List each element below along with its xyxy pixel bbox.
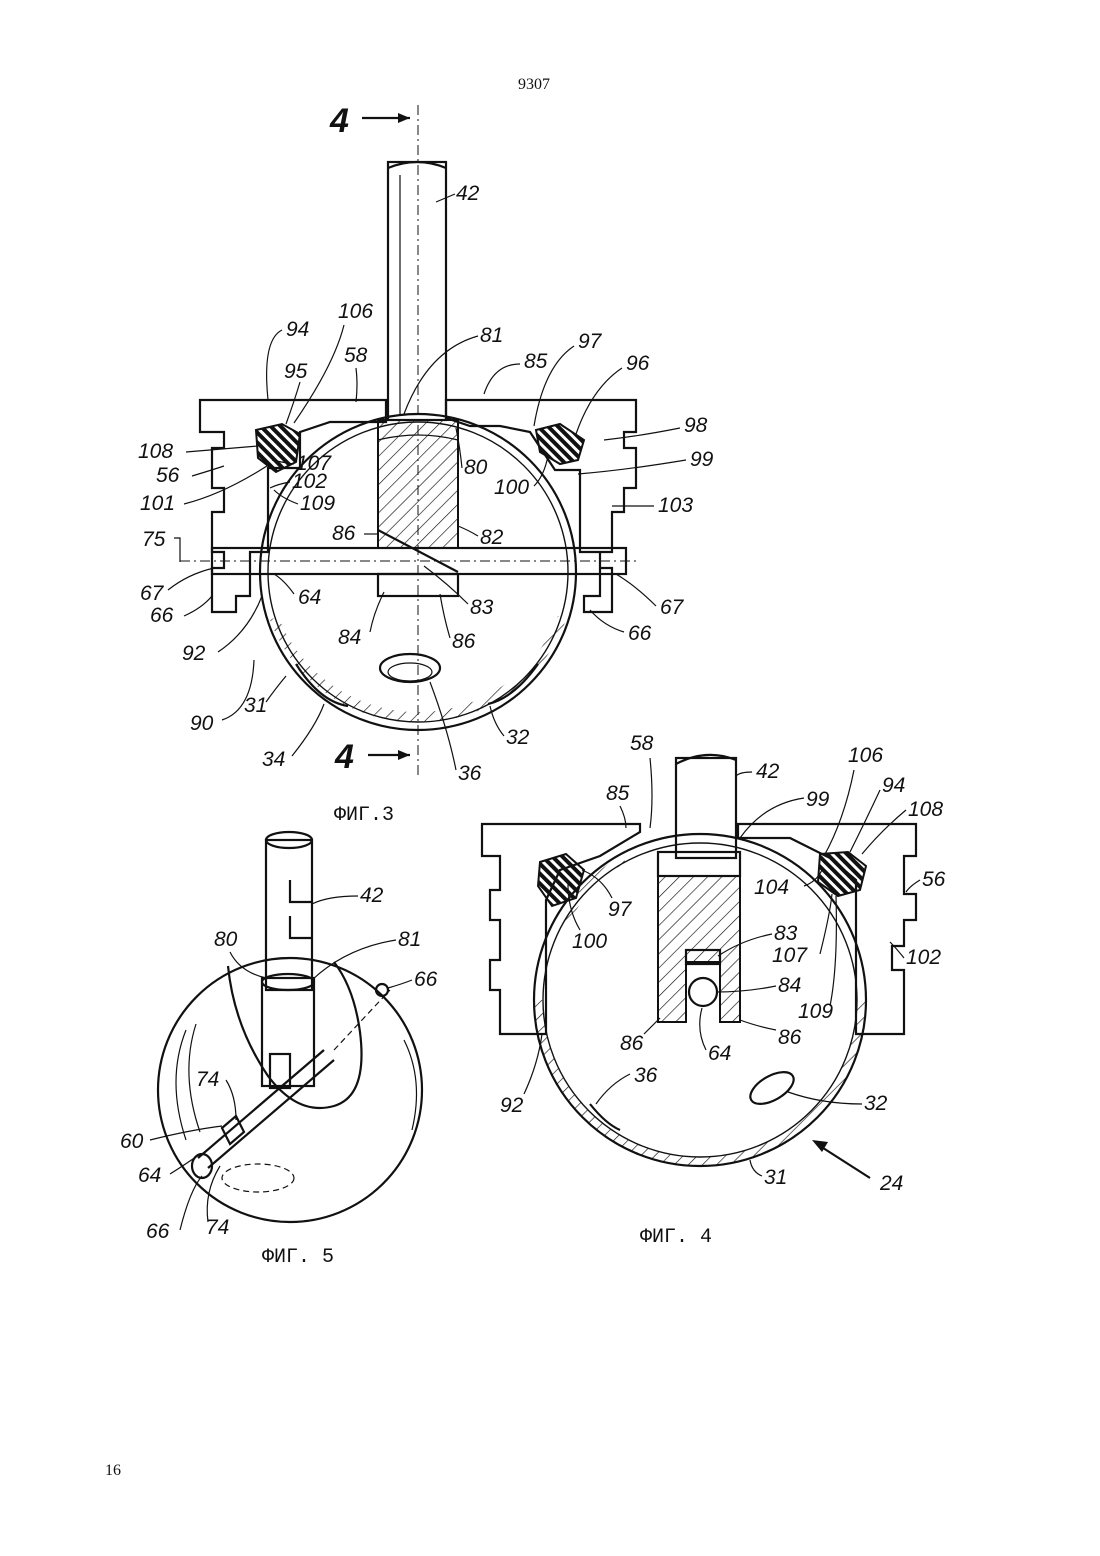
pin-64-section (689, 978, 717, 1006)
fig4-label-106: 106 (848, 744, 883, 767)
fig3-label-90: 90 (190, 712, 214, 735)
fig4-label-83: 83 (774, 922, 798, 945)
fig3-label-81: 81 (480, 324, 503, 347)
fig5-label-74b: 74 (206, 1216, 229, 1239)
fig4-label-100: 100 (572, 930, 607, 953)
fig3-label-66b: 66 (628, 622, 652, 645)
fig5-label-66a: 66 (414, 968, 438, 991)
figure-5-labels: 42 80 81 66 74 60 64 66 74 ФИГ. 5 (120, 884, 438, 1269)
stem-break (676, 755, 736, 764)
fig3-label-95: 95 (284, 360, 308, 383)
fig5-label-81: 81 (398, 928, 421, 951)
fig3-label-96: 96 (626, 352, 650, 375)
fig4-label-56: 56 (922, 868, 946, 891)
fig4-label-109: 109 (798, 1000, 833, 1023)
stem-42 (388, 162, 446, 420)
seat-94 (256, 424, 300, 472)
fig3-label-66a: 66 (150, 604, 174, 627)
sphere-highlight-1 (176, 1030, 186, 1140)
fig4-arrow-24 (820, 1146, 870, 1178)
fig3-label-97: 97 (578, 330, 603, 353)
fig3-label-82: 82 (480, 526, 504, 549)
stem-collar (658, 852, 740, 876)
fig4-label-108: 108 (908, 798, 943, 821)
fig3-label-80: 80 (464, 456, 488, 479)
section-mark-top: 4 (329, 102, 349, 140)
fig3-label-108: 108 (138, 440, 173, 463)
fig5-label-42: 42 (360, 884, 384, 907)
fig4-caption: ФИГ. 4 (640, 1226, 712, 1249)
fig3-label-103: 103 (658, 494, 693, 517)
fig4-label-86b: 86 (778, 1026, 802, 1049)
fig4-label-58: 58 (630, 732, 654, 755)
port-32 (745, 1066, 799, 1111)
fig3-label-86a: 86 (332, 522, 356, 545)
fig3-label-102: 102 (292, 470, 327, 493)
fig3-label-109: 109 (300, 492, 335, 515)
fig3-label-99: 99 (690, 448, 714, 471)
fig5-label-60: 60 (120, 1130, 144, 1153)
fig3-label-42: 42 (456, 182, 480, 205)
fig5-label-66b: 66 (146, 1220, 170, 1243)
fig3-label-31: 31 (244, 694, 267, 717)
drive-block-82 (378, 420, 458, 548)
fig3-label-58: 58 (344, 344, 368, 367)
section-arrowhead-bottom (398, 750, 410, 760)
fig4-label-104: 104 (754, 876, 789, 899)
fig3-label-83: 83 (470, 596, 494, 619)
fig3-label-75: 75 (142, 528, 166, 551)
fig4-label-84: 84 (778, 974, 801, 997)
fig3-label-84: 84 (338, 626, 361, 649)
fig5-caption: ФИГ. 5 (262, 1246, 334, 1269)
fig3-label-94: 94 (286, 318, 309, 341)
fig3-label-67a: 67 (140, 582, 165, 605)
section-mark-bottom: 4 (334, 738, 354, 776)
fig3-label-34: 34 (262, 748, 285, 771)
figure-3: 4 4 (180, 102, 640, 776)
fig4-label-36: 36 (634, 1064, 658, 1087)
fig4-label-64: 64 (708, 1042, 731, 1065)
fig4-label-32: 32 (864, 1092, 888, 1115)
bottom-port-hidden (222, 1164, 294, 1192)
fig5-label-80: 80 (214, 928, 238, 951)
drive-collar (262, 974, 314, 990)
fig3-label-92: 92 (182, 642, 206, 665)
fig4-label-94: 94 (882, 774, 905, 797)
port-36-inner (388, 663, 432, 681)
section-arrowhead-top (398, 113, 410, 123)
fig3-label-85: 85 (524, 350, 548, 373)
fig3-label-67b: 67 (660, 596, 685, 619)
fig4-label-85: 85 (606, 782, 630, 805)
fig3-label-106: 106 (338, 300, 373, 323)
sphere-highlight-3 (404, 1040, 417, 1130)
fig3-label-100: 100 (494, 476, 529, 499)
fig4-label-92: 92 (500, 1094, 524, 1117)
fig4-label-31: 31 (764, 1166, 787, 1189)
fig4-label-99: 99 (806, 788, 830, 811)
fig3-label-64: 64 (298, 586, 321, 609)
stem-42 (266, 840, 312, 990)
fig3-caption: ФИГ.3 (334, 804, 394, 827)
fig3-label-101: 101 (140, 492, 175, 515)
fig3-label-36: 36 (458, 762, 482, 785)
fig4-label-102: 102 (906, 946, 941, 969)
fig5-label-64: 64 (138, 1164, 161, 1187)
fig3-label-86b: 86 (452, 630, 476, 653)
fig4-label-107: 107 (772, 944, 808, 967)
fig3-label-32: 32 (506, 726, 530, 749)
fig3-label-56: 56 (156, 464, 180, 487)
fig4-label-97: 97 (608, 898, 633, 921)
fig4-label-24: 24 (879, 1172, 903, 1195)
fig5-label-74a: 74 (196, 1068, 219, 1091)
port-36 (380, 654, 440, 682)
fig4-label-86a: 86 (620, 1032, 644, 1055)
fig3-label-98: 98 (684, 414, 708, 437)
fig4-label-42: 42 (756, 760, 780, 783)
stem-flats (290, 880, 312, 938)
